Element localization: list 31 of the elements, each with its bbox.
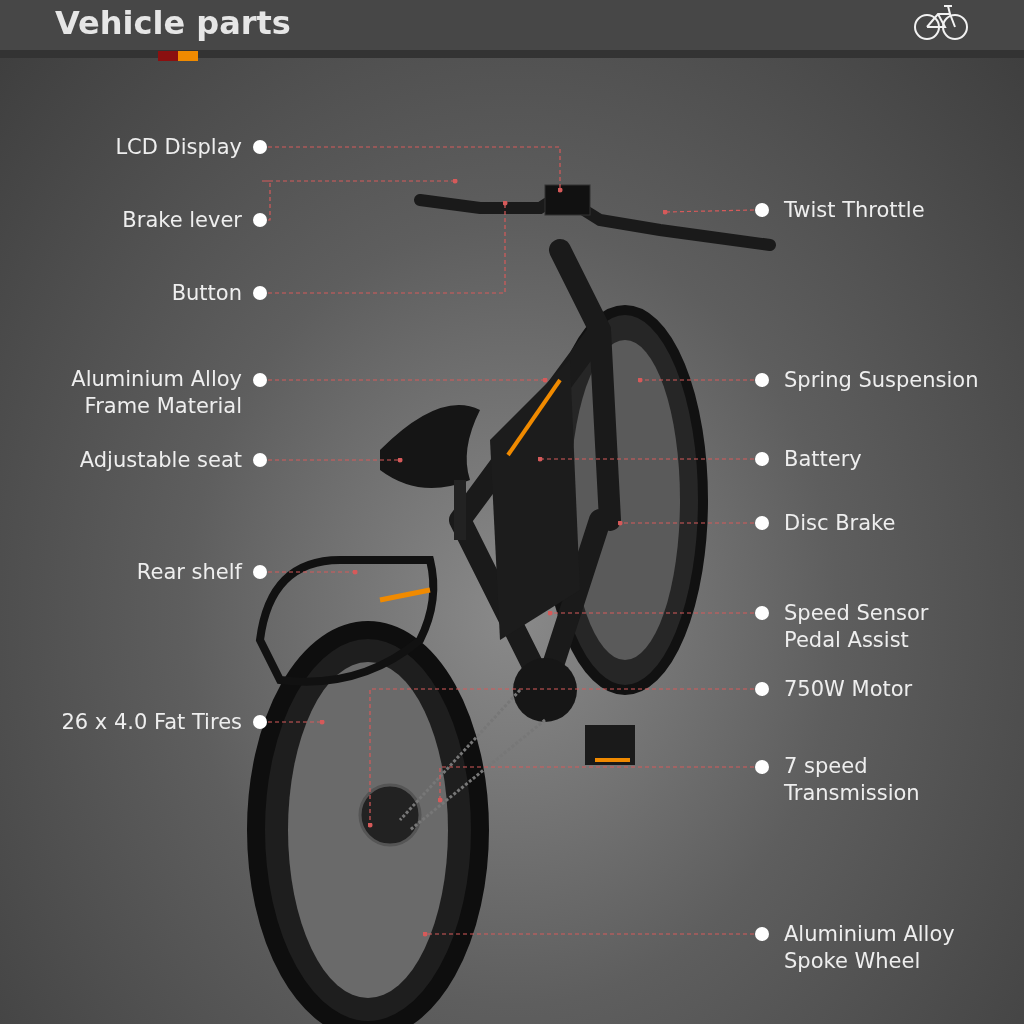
leader-line (267, 377, 548, 383)
page-title: Vehicle parts (55, 3, 291, 44)
leader-line (422, 931, 755, 937)
part-label: 7 speed Transmission (784, 753, 984, 807)
leader-line (547, 610, 755, 616)
part-label: Button (22, 279, 242, 307)
leader-line (437, 766, 755, 803)
leader-line (267, 146, 563, 193)
part-label: Battery (784, 445, 984, 473)
leader-line (267, 457, 403, 463)
part-label: Rear shelf (22, 558, 242, 586)
part-label: Speed Sensor Pedal Assist (784, 600, 984, 654)
part-label: Adjustable seat (22, 446, 242, 474)
leader-line (261, 178, 458, 221)
part-label: Twist Throttle (784, 196, 984, 224)
part-label: Spring Suspension (784, 366, 984, 394)
part-label: Disc Brake (784, 509, 984, 537)
part-label: 750W Motor (784, 675, 984, 703)
leader-line (637, 377, 755, 383)
leader-line (617, 520, 755, 526)
leader-line (537, 456, 755, 462)
part-label: LCD Display (22, 133, 242, 161)
part-label: Brake lever (22, 206, 242, 234)
leader-line (662, 209, 755, 215)
leader-line (367, 688, 755, 828)
leader-line (267, 200, 508, 294)
part-label: 26 x 4.0 Fat Tires (22, 708, 242, 736)
leader-line (267, 569, 358, 575)
leader-line (267, 719, 325, 725)
part-label: Aluminium Alloy Frame Material (22, 366, 242, 420)
part-label: Aluminium Alloy Spoke Wheel (784, 921, 984, 975)
